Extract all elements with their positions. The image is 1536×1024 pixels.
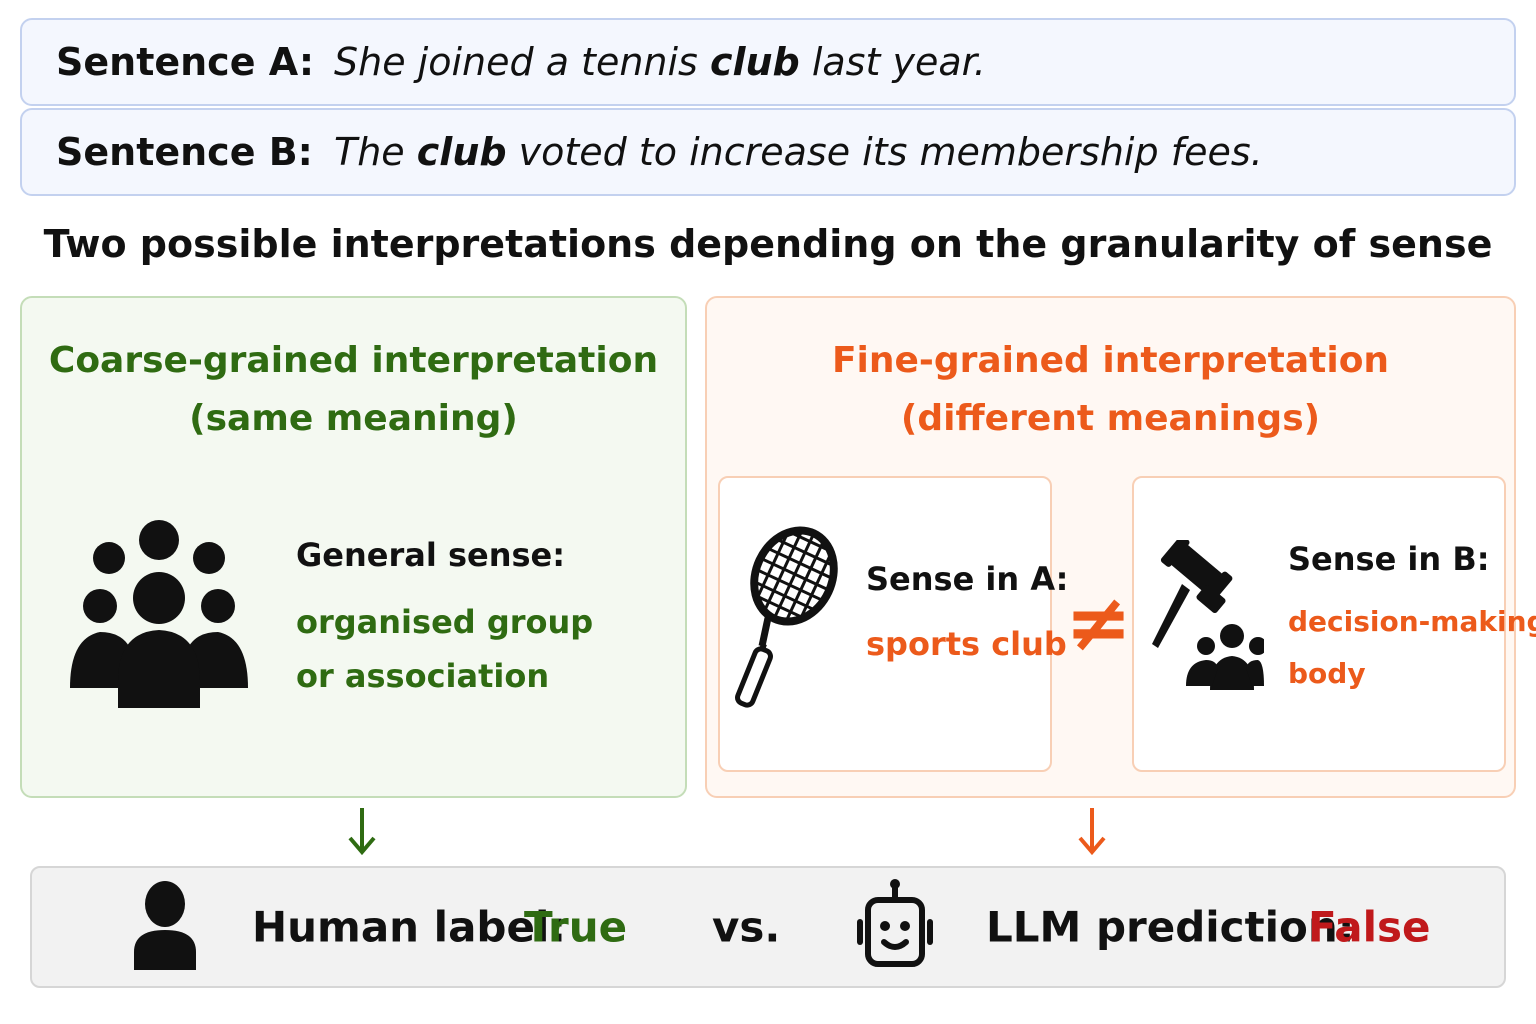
- sentence-b-post: voted to increase its membership fees.: [506, 130, 1263, 174]
- coarse-sense-heading: General sense:: [296, 536, 566, 574]
- fine-subtitle: (different meanings): [900, 398, 1321, 439]
- human-label: Human label:: [252, 902, 567, 952]
- gavel-and-people-icon: [1152, 540, 1264, 690]
- sentence-a-pre: She joined a tennis: [334, 40, 710, 84]
- not-equal-sign: ≠: [1065, 576, 1133, 669]
- coarse-subtitle: (same meaning): [189, 398, 518, 439]
- sentence-a-post: last year.: [799, 40, 986, 84]
- sentence-b-label: Sentence B:: [56, 130, 313, 174]
- sentence-b-text: The club voted to increase its membershi…: [334, 130, 1263, 174]
- sense-a-card: Sense in A: sports club: [718, 476, 1068, 772]
- coarse-title: Coarse-grained interpretation: [48, 340, 659, 381]
- group-of-people-icon: [70, 520, 248, 708]
- robot-icon: [857, 879, 933, 967]
- sentence-a-label: Sentence A:: [56, 40, 315, 84]
- coarse-panel: Coarse-grained interpretation (same mean…: [20, 296, 687, 798]
- sense-b-line1: decision-making: [1288, 605, 1536, 638]
- sense-a-value: sports club: [866, 625, 1067, 663]
- sentence-b-box: Sentence B: The club voted to increase i…: [20, 108, 1516, 196]
- sentence-a-keyword: club: [709, 40, 800, 84]
- fine-title: Fine-grained interpretation: [831, 340, 1390, 381]
- result-bar: Human label: True vs. LLM prediction: Fa…: [30, 866, 1506, 988]
- llm-value: False: [1308, 902, 1431, 952]
- coarse-sense-line2: or association: [296, 657, 550, 695]
- fine-panel: Fine-grained interpretation (different m…: [705, 296, 1536, 798]
- llm-label: LLM prediction:: [986, 902, 1355, 952]
- vs-text: vs.: [712, 902, 781, 952]
- human-value: True: [524, 902, 628, 952]
- sentence-a-box: Sentence A: She joined a tennis club las…: [20, 18, 1516, 106]
- person-icon: [134, 881, 196, 970]
- main-heading: Two possible interpretations depending o…: [43, 222, 1493, 266]
- coarse-down-arrow-icon: [348, 808, 376, 856]
- sentence-a-text: She joined a tennis club last year.: [334, 40, 986, 84]
- sense-b-line2: body: [1288, 657, 1366, 690]
- sense-b-heading: Sense in B:: [1288, 540, 1490, 578]
- sense-a-heading: Sense in A:: [866, 560, 1069, 598]
- tennis-racket-icon: [735, 522, 844, 708]
- sentence-b-keyword: club: [416, 130, 507, 174]
- sentence-b-pre: The: [334, 130, 417, 174]
- fine-down-arrow-icon: [1078, 808, 1106, 856]
- coarse-sense-line1: organised group: [296, 603, 594, 641]
- sense-b-card: Sense in B: decision-making body: [1132, 476, 1536, 772]
